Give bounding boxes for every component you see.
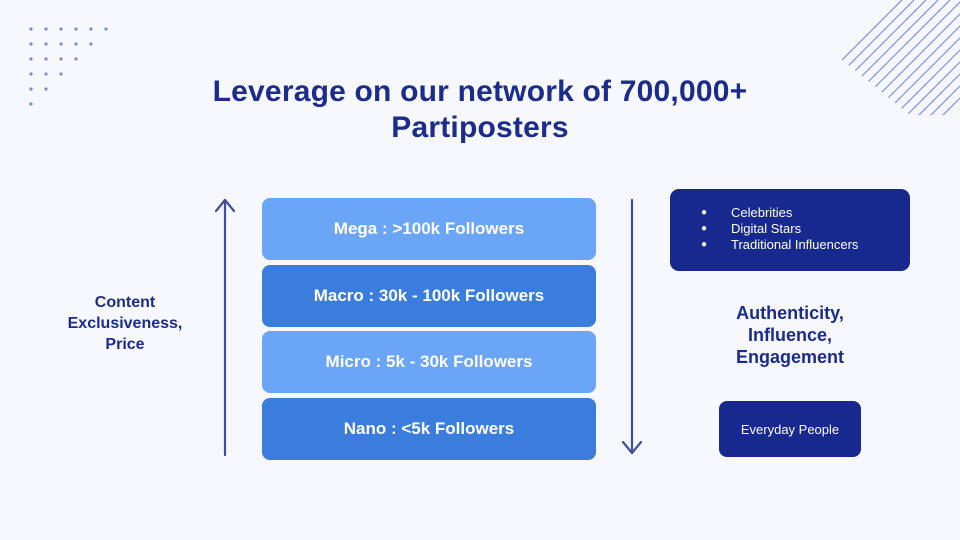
list-item: ● Digital Stars xyxy=(670,221,910,237)
list-item: ● Celebrities xyxy=(670,205,910,221)
list-item-label: Celebrities xyxy=(731,205,793,220)
tier-nano: Nano : <5k Followers xyxy=(262,398,596,460)
right-axis-line-2: Influence, xyxy=(747,325,832,345)
left-axis-label: Content Exclusiveness, Price xyxy=(50,292,200,355)
tier-mega: Mega : >100k Followers xyxy=(262,198,596,260)
right-axis-line-1: Authenticity, xyxy=(736,303,844,323)
page-title: Leverage on our network of 700,000+ Part… xyxy=(0,74,960,146)
nano-examples-label: Everyday People xyxy=(740,421,840,437)
left-axis-line-3: Price xyxy=(105,336,145,353)
stripe-pattern-decoration xyxy=(842,0,960,115)
bullet-icon: ● xyxy=(701,223,708,234)
bullet-icon: ● xyxy=(701,239,708,250)
bullet-icon: ● xyxy=(701,207,708,218)
dot-pattern-decoration xyxy=(29,27,108,106)
left-axis-line-1: Content xyxy=(94,294,156,311)
title-line-1: Leverage on our network of 700,000+ xyxy=(212,75,748,108)
right-axis-label: Authenticity, Influence, Engagement xyxy=(700,302,880,368)
tier-macro: Macro : 30k - 100k Followers xyxy=(262,265,596,327)
mega-examples-box: ● Celebrities ● Digital Stars ● Traditional… xyxy=(670,189,910,271)
arrow-up-icon xyxy=(214,198,236,457)
list-item-label: Digital Stars xyxy=(731,221,802,236)
title-line-2: Partiposters xyxy=(391,111,569,144)
tier-micro: Micro : 5k - 30k Followers xyxy=(262,331,596,393)
arrow-down-icon xyxy=(621,198,643,455)
right-axis-line-3: Engagement xyxy=(735,347,845,367)
left-axis-line-2: Exclusiveness, xyxy=(67,315,183,332)
list-item-label: Traditional Influencers xyxy=(731,237,859,252)
mega-examples-list: ● Celebrities ● Digital Stars ● Traditional… xyxy=(670,205,910,253)
nano-examples-box: Everyday People xyxy=(719,401,861,457)
list-item: ● Traditional Influencers xyxy=(670,237,910,253)
